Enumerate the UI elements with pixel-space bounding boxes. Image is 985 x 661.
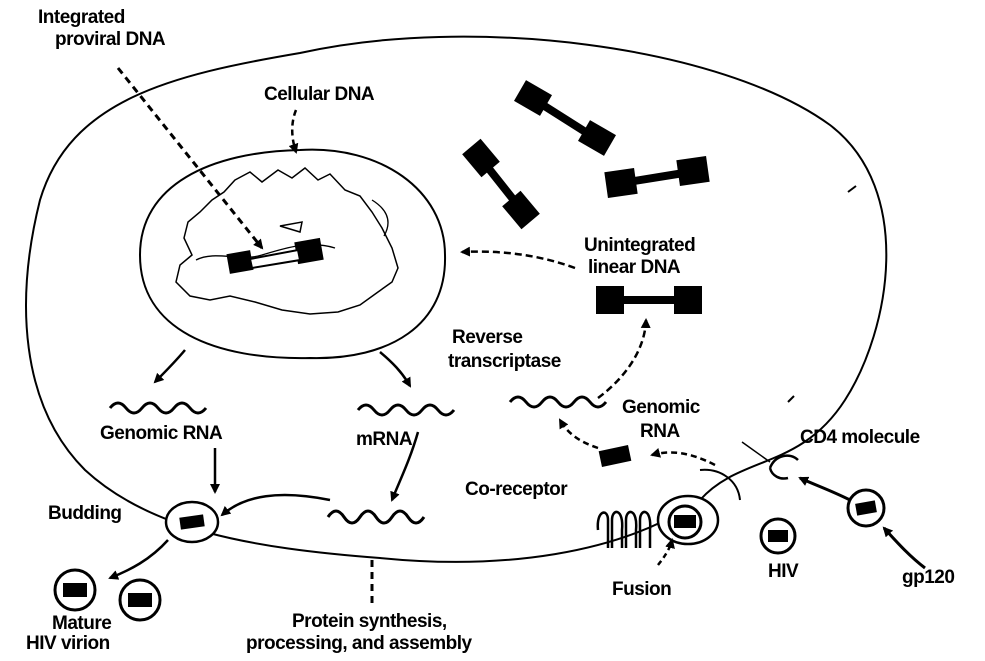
unintegrated-dna-dumbbell xyxy=(604,156,709,198)
label-cd4-molecule: CD4 molecule xyxy=(800,428,920,448)
stray-mark xyxy=(788,396,794,402)
label-proviral-dna: proviral DNA xyxy=(55,30,165,50)
reverse-transcription-arrow xyxy=(598,320,646,398)
viral-capsid xyxy=(599,445,632,467)
attachment-arrow xyxy=(800,478,850,500)
label-hiv: HIV xyxy=(768,562,798,582)
label-co-receptor: Co-receptor xyxy=(465,480,567,500)
hiv-virion xyxy=(761,519,795,553)
integrated-provirus xyxy=(226,222,323,274)
label-linear-dna: linear DNA xyxy=(588,258,680,278)
label-budding: Budding xyxy=(48,504,122,524)
mature-virion xyxy=(55,570,95,610)
unintegrated-dna-dumbbell xyxy=(462,139,540,229)
export-mrna-arrow xyxy=(380,352,410,386)
label-unintegrated: Unintegrated xyxy=(584,236,695,256)
chromatin-fold xyxy=(372,200,388,236)
label-mrna: mRNA xyxy=(356,430,412,450)
cd4-pointer xyxy=(742,442,770,462)
gp120-bound-virion xyxy=(848,490,884,526)
cd4-molecule xyxy=(770,456,798,479)
label-genomic: Genomic xyxy=(622,398,700,418)
assembly-to-budding-arrow xyxy=(222,495,330,515)
nuclear-import-arrow xyxy=(462,252,575,268)
label-integrated: Integrated xyxy=(38,8,125,28)
label-hiv-virion: HIV virion xyxy=(26,634,110,654)
label-reverse: Reverse xyxy=(452,328,522,348)
cellular-dna-chromatin xyxy=(176,168,398,314)
label-genomic-rna: Genomic RNA xyxy=(100,424,222,444)
genomic-rna-strand xyxy=(110,403,206,413)
label-transcriptase: transcriptase xyxy=(448,352,561,372)
unintegrated-linear-dna xyxy=(596,286,702,314)
uncoating-arrow xyxy=(652,452,715,465)
label-rna: RNA xyxy=(640,422,680,442)
label-processing-assembly: processing, and assembly xyxy=(246,634,472,654)
cellular-dna-pointer xyxy=(292,110,296,152)
export-genomic-rna-arrow xyxy=(155,350,185,382)
label-protein-synthesis: Protein synthesis, xyxy=(292,612,447,632)
stray-mark xyxy=(848,186,856,192)
gp120-pointer xyxy=(884,528,925,568)
label-cellular-dna: Cellular DNA xyxy=(264,85,374,105)
label-fusion: Fusion xyxy=(612,580,671,600)
release-arrow xyxy=(110,540,168,578)
label-mature: Mature xyxy=(52,614,111,634)
incoming-genomic-rna-strand xyxy=(510,397,606,407)
unintegrated-dna-dumbbell xyxy=(514,80,616,156)
capsid-to-rna-arrow xyxy=(560,420,598,448)
mrna-strand xyxy=(358,405,454,415)
label-gp120: gp120 xyxy=(902,568,954,588)
mature-virion xyxy=(120,580,160,620)
fusing-virion xyxy=(658,470,740,544)
budding-virion xyxy=(166,502,218,542)
translating-mrna-strand xyxy=(328,511,424,523)
fusion-pointer xyxy=(658,540,672,565)
